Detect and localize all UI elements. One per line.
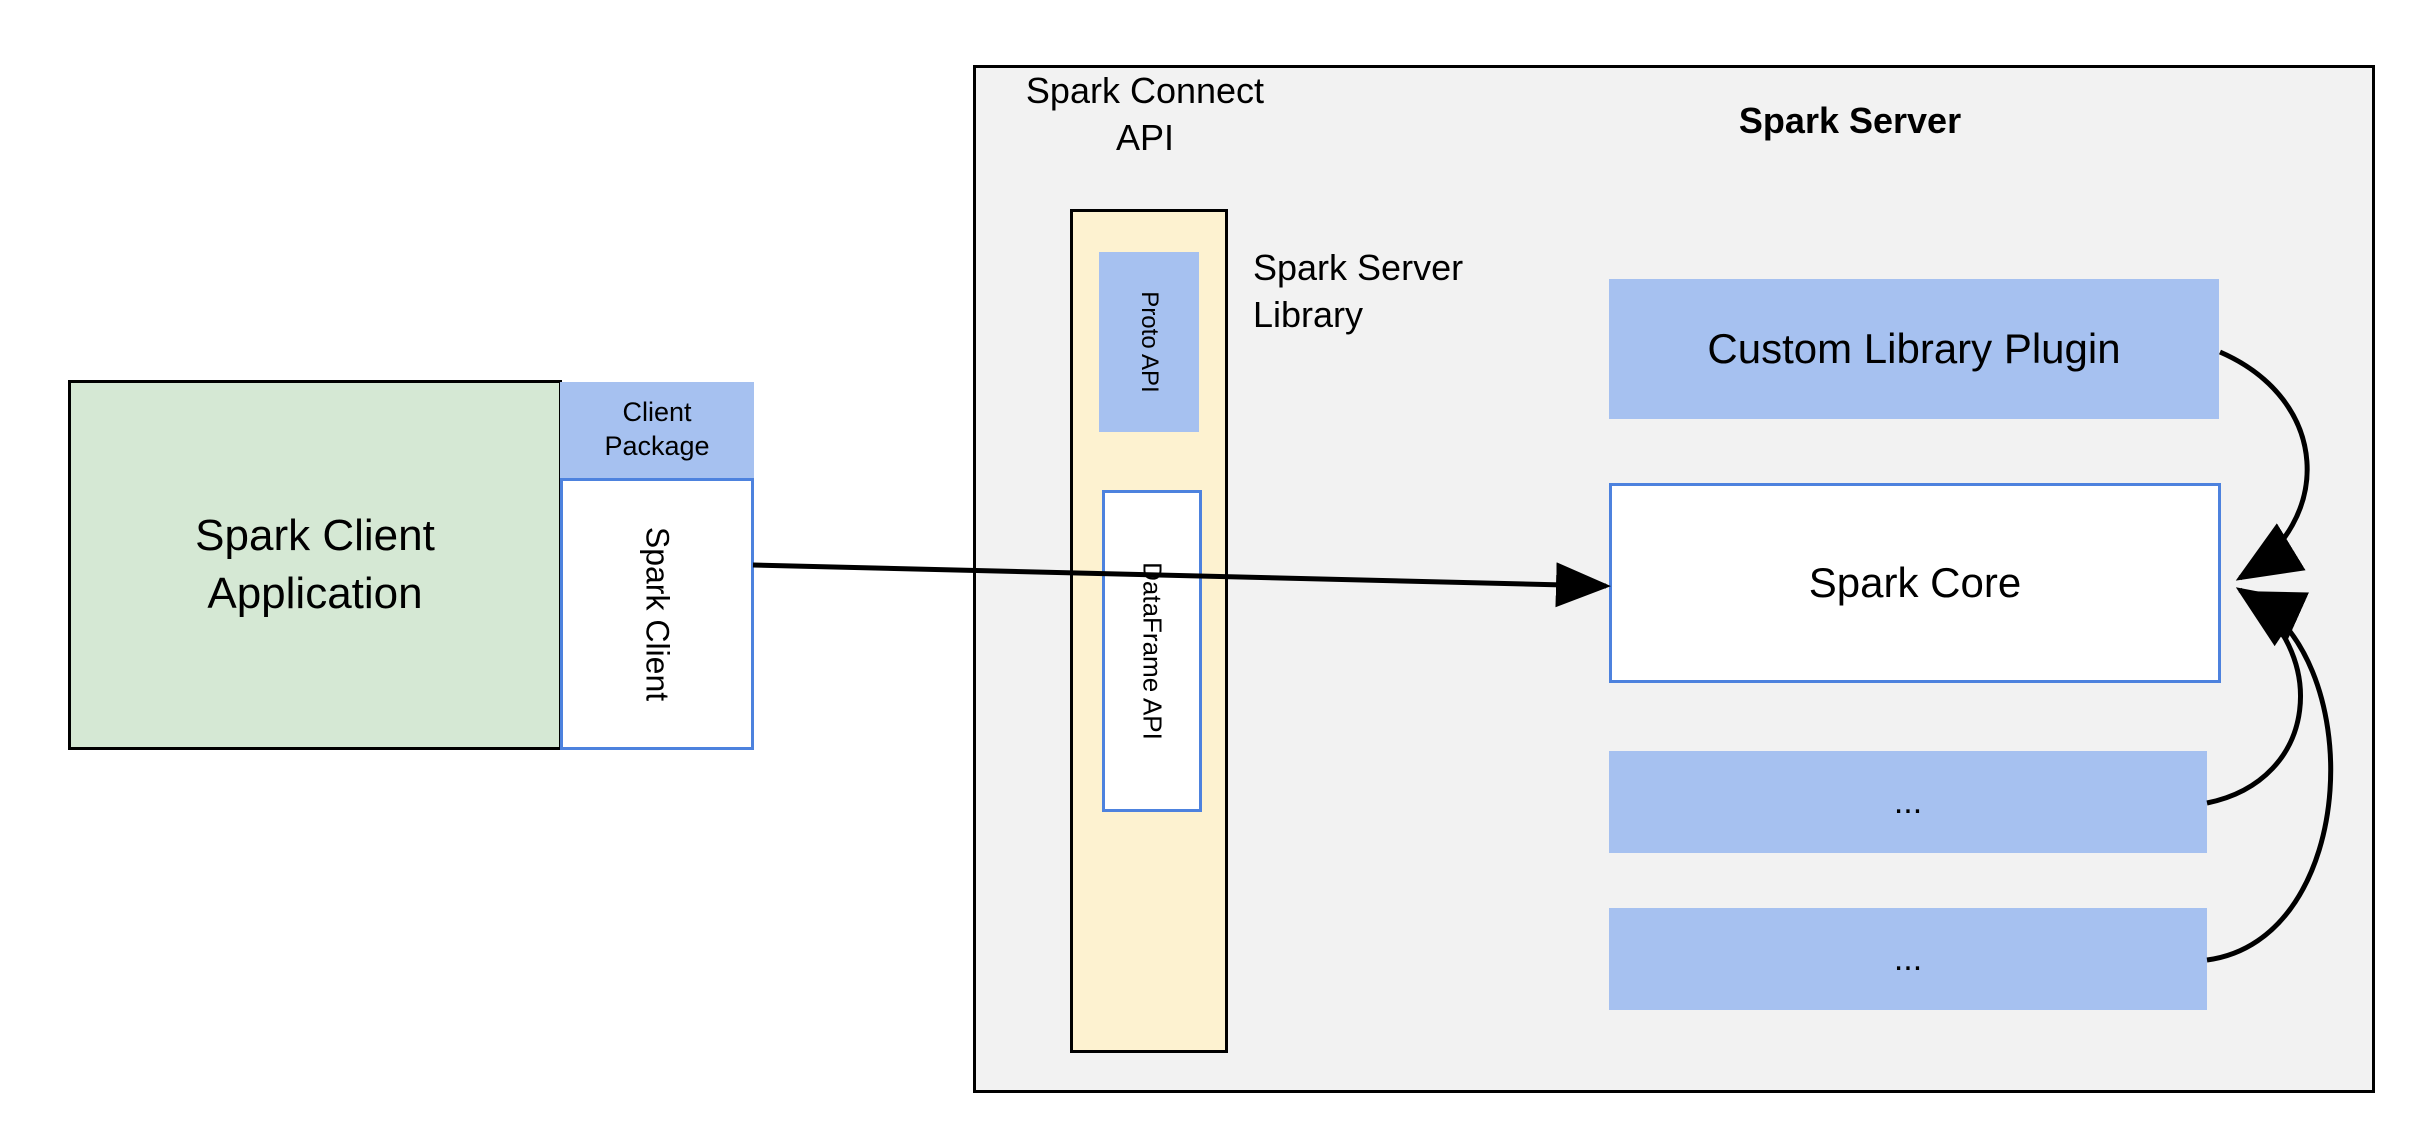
spark-client-application-box[interactable]: Spark Client Application: [68, 380, 562, 750]
ellipsis-box-1[interactable]: ...: [1609, 751, 2207, 853]
spark-core-box[interactable]: Spark Core: [1609, 483, 2221, 683]
spark-client-application-label: Spark Client Application: [195, 510, 435, 618]
spark-core-label: Spark Core: [1808, 559, 2022, 606]
client-package-box[interactable]: Client Package: [560, 382, 754, 478]
custom-library-plugin-label: Custom Library Plugin: [1707, 325, 2121, 372]
spark-server-library-label: Spark Server Library: [1253, 247, 1464, 335]
spark-connect-api-label: Spark Connect API: [1025, 70, 1265, 158]
ellipsis-box-2[interactable]: ...: [1609, 908, 2207, 1010]
ellipsis-box-2-label: ...: [1893, 939, 1923, 978]
client-package-label: Client Package: [604, 397, 710, 461]
dataframe-api-label: DataFrame API: [1137, 562, 1168, 740]
proto-api-box[interactable]: Proto API: [1099, 252, 1199, 432]
dataframe-api-box[interactable]: DataFrame API: [1102, 490, 1202, 812]
spark-client-box[interactable]: Spark Client: [560, 478, 754, 750]
custom-library-plugin-box[interactable]: Custom Library Plugin: [1609, 279, 2219, 419]
proto-api-label: Proto API: [1136, 291, 1163, 393]
spark-server-title: Spark Server: [1738, 100, 1962, 141]
ellipsis-box-1-label: ...: [1893, 782, 1923, 821]
spark-client-label: Spark Client: [639, 526, 676, 702]
